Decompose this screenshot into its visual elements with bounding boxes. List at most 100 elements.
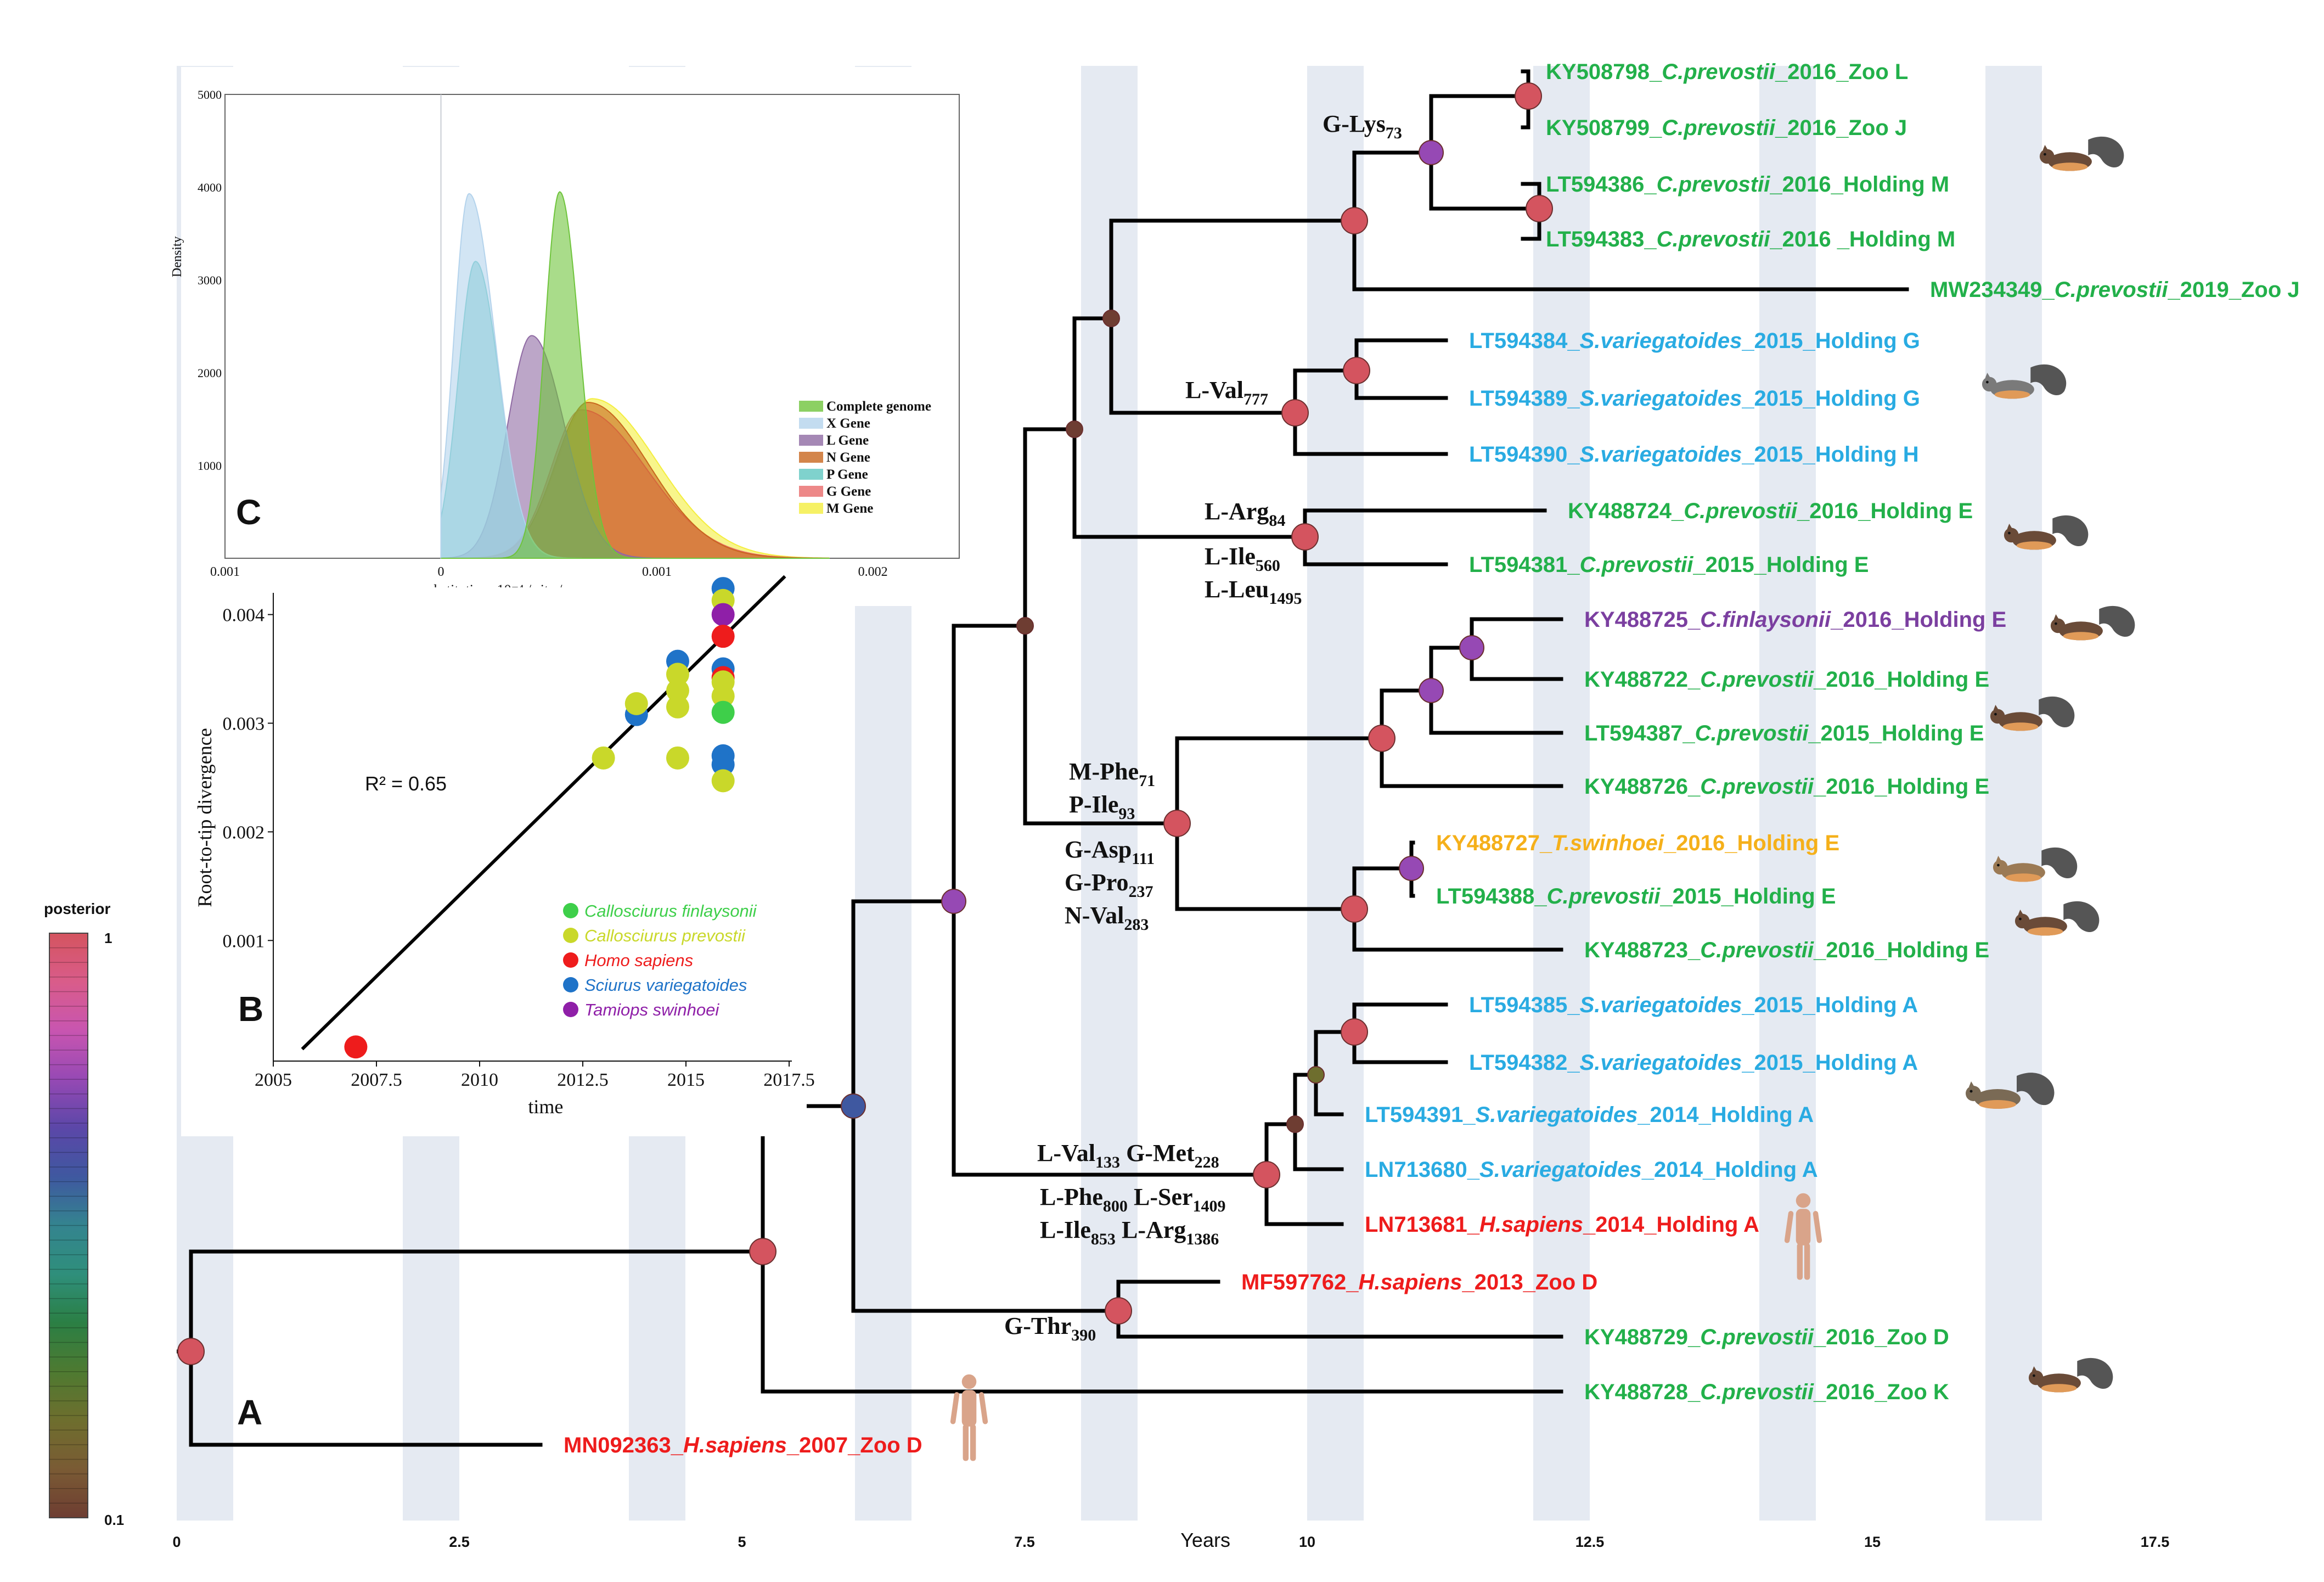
tip-species: C.prevostii [1684, 499, 1798, 523]
tip-accession: LT594384_ [1469, 329, 1580, 353]
mutation-label: L-Leu1495 [1205, 576, 1302, 608]
mutation-label: G-Thr390 [1004, 1312, 1096, 1344]
tip-info: _2016_Holding E [1830, 608, 2006, 632]
squirrel-head [1982, 377, 1997, 392]
mutation-label: G-Asp111 [1065, 836, 1155, 868]
tip-info: _2013_Zoo D [1461, 1270, 1597, 1294]
tip-accession: LT594390_ [1469, 442, 1580, 467]
density-legend-swatch [799, 469, 823, 480]
regression-data-point [711, 753, 735, 776]
tree-node-posterior-marker [1419, 678, 1444, 703]
tip-species: C.prevostii [1580, 553, 1694, 577]
squirrel-belly [2005, 873, 2041, 882]
regression-x-tick-label: 2010 [461, 1070, 498, 1090]
tip-accession: LT594386_ [1546, 172, 1657, 197]
tree-node-posterior-marker [1016, 617, 1034, 635]
mutation-position: 390 [1071, 1326, 1096, 1344]
tree-node-posterior-marker [1419, 140, 1444, 165]
tip-accession: LN713680_ [1365, 1158, 1480, 1182]
tip-species: T.swinhoei [1552, 831, 1664, 855]
mutation-label: L-Ile560 [1205, 543, 1280, 575]
tip-species: C.prevostii [1547, 884, 1661, 908]
tree-node-posterior-marker [1286, 1115, 1304, 1133]
density-y-tick-label: 4000 [198, 181, 222, 194]
tree-node-posterior-marker [1291, 523, 1319, 551]
squirrel-eye [2019, 917, 2022, 921]
posterior-legend-title: posterior [44, 900, 110, 917]
regression-legend-marker [563, 952, 578, 968]
squirrel-head [2039, 149, 2055, 164]
tip-accession: MN092363_ [564, 1433, 684, 1457]
density-legend-swatch [799, 486, 823, 497]
squirrel-icon [1990, 696, 2075, 731]
tip-label: LT594383_C.prevostii_2016 _Holding M [1546, 227, 1955, 251]
squirrel-eye [2055, 622, 2057, 625]
density-x-tick-label: 0.002 [858, 565, 888, 579]
squirrel-head [2014, 913, 2030, 929]
tree-node-posterior-marker [1307, 1066, 1325, 1084]
squirrel-ear [1996, 856, 2002, 861]
squirrel-belly [2002, 722, 2039, 731]
mutation-position: 853 [1091, 1230, 1116, 1248]
human-icon [1784, 1193, 1822, 1280]
tip-label: KY508798_C.prevostii_2016_Zoo L [1546, 60, 1908, 84]
regression-x-tick-label: 2015 [667, 1070, 705, 1090]
tip-label: KY488726_C.prevostii_2016_Holding E [1584, 775, 1989, 799]
squirrel-tail [2039, 696, 2075, 728]
squirrel-eye [1986, 380, 1989, 384]
tip-info: _2016_Zoo K [1813, 1380, 1949, 1404]
tip-species: C.prevostii [1700, 1325, 1814, 1349]
human-arm [950, 1392, 960, 1424]
mutation-position: 228 [1195, 1153, 1219, 1171]
substitution-rate-density-chart: 100020003000400050000.00100.0010.002subs… [170, 67, 974, 606]
year-stripe [1307, 66, 1364, 1521]
squirrel-eye [1970, 1090, 1973, 1093]
regression-r2-annotation: R² = 0.65 [365, 772, 447, 795]
mutation-label: L-Val133 G-Met228 [1037, 1140, 1219, 1171]
tip-info: _2014_Holding A [1641, 1158, 1818, 1182]
mutation-position: 71 [1139, 772, 1155, 790]
mutation-position: 1409 [1193, 1197, 1226, 1215]
mutation-position: 237 [1129, 883, 1153, 901]
squirrel-icon [1966, 1073, 2055, 1109]
squirrel-tail [2052, 515, 2089, 547]
tip-info: _2016_Holding E [1813, 775, 1989, 799]
tip-info: _2015_Holding E [1692, 553, 1869, 577]
tree-node-posterior-marker [1163, 810, 1191, 837]
density-x-tick-label: 0.001 [642, 565, 672, 579]
tip-label: MW234349_C.prevostii_2019_Zoo J [1930, 278, 2300, 302]
time-axis-tick-label: 5 [738, 1534, 746, 1550]
regression-data-point [666, 679, 689, 703]
human-torso [961, 1390, 977, 1427]
tip-info: _2015_Holding H [1741, 442, 1918, 467]
squirrel-head [1993, 860, 2008, 875]
tip-species: C.prevostii [1662, 60, 1776, 84]
tip-label: MF597762_H.sapiens_2013_Zoo D [1241, 1270, 1597, 1294]
tip-info: _2016_Zoo D [1813, 1325, 1949, 1349]
tip-info: _2015_Holding E [1808, 721, 1984, 745]
mutation-label: G-Lys73 [1323, 110, 1402, 142]
tip-species: C.finlaysonii [1700, 608, 1831, 632]
density-legend-swatch [799, 452, 823, 463]
squirrel-belly [1979, 1100, 2016, 1109]
time-axis-tick-label: 2.5 [449, 1534, 470, 1550]
regression-x-tick-label: 2012.5 [557, 1070, 609, 1090]
tip-info: _2016_Holding E [1813, 667, 1989, 692]
tip-accession: KY508798_ [1546, 60, 1662, 84]
tip-species: S.variegatoides [1580, 993, 1742, 1017]
squirrel-eye [1994, 713, 1997, 716]
squirrel-tail [2030, 364, 2067, 396]
tree-node-posterior-marker [1102, 310, 1120, 327]
tip-label: LT594387_C.prevostii_2015_Holding E [1584, 721, 1984, 745]
human-arm [1813, 1211, 1822, 1243]
tip-label: LT594389_S.variegatoides_2015_Holding G [1469, 386, 1920, 411]
squirrel-belly [2063, 632, 2099, 641]
tree-node-posterior-marker [1399, 856, 1424, 881]
human-leg [1797, 1243, 1803, 1280]
regression-legend-marker [563, 928, 578, 943]
regression-data-point [711, 685, 735, 708]
year-stripe [1533, 66, 1590, 1521]
mutation-label: P-Ile93 [1069, 791, 1135, 823]
tree-node-posterior-marker [1066, 420, 1083, 438]
